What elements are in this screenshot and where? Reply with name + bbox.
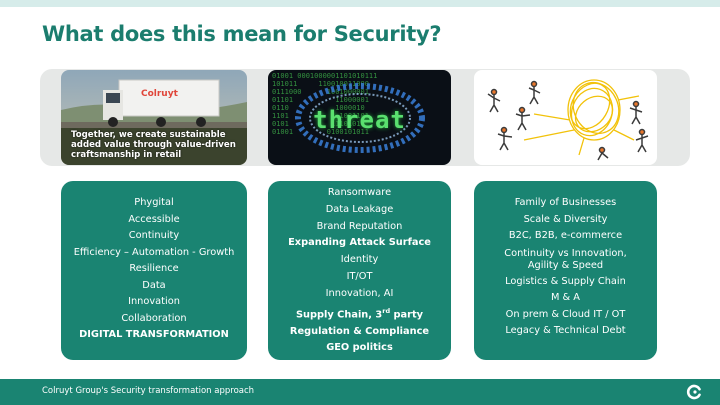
list-item: M & A	[550, 292, 581, 303]
list-item: Legacy & Technical Debt	[505, 325, 626, 336]
list-item: Innovation	[128, 296, 180, 307]
list-item: Continuity	[128, 230, 180, 241]
list-item: Continuity vs Innovation, Agility & Spee…	[504, 247, 627, 271]
list-item: Logistics & Supply Chain	[505, 275, 626, 287]
binary-background: 01001 0001000001101010111 101011 1100100…	[272, 72, 378, 136]
list-item: Data	[142, 279, 166, 291]
footer-bar: Colruyt Group's Security transformation …	[0, 379, 720, 405]
list-item: Collaboration	[121, 312, 187, 324]
threat-word: threat	[313, 106, 406, 134]
list-item: Family of Businesses	[514, 197, 617, 208]
supply-chain-sup: rd	[382, 306, 391, 315]
colruyt-logo-icon	[686, 384, 701, 400]
truck-caption: Together, we create sustainable added va…	[71, 130, 236, 160]
tangled-string-people-icon	[487, 79, 649, 161]
list-item: Innovation, AI	[325, 287, 394, 299]
list-item: Expanding Attack Surface	[288, 237, 431, 249]
threat-image: 01001 0001000001101010111 101011 1100100…	[268, 70, 451, 165]
glow-ring	[295, 83, 425, 153]
supply-chain-label: Supply Chain, 3	[295, 308, 383, 320]
list-item: Resilience	[129, 263, 179, 274]
business-panel: Phygital Accessible Continuity Efficienc…	[61, 181, 247, 360]
top-strip	[0, 0, 720, 7]
threats-panel: Ransomware Data Leakage Brand Reputation…	[268, 181, 451, 360]
list-item: Efficiency – Automation - Growth	[73, 246, 235, 258]
list-item: Brand Reputation	[316, 220, 403, 232]
supply-chain-tail: party	[390, 308, 424, 320]
context-panel: Family of Businesses Scale & Diversity B…	[474, 181, 657, 360]
list-item-supply-chain: Supply Chain, 3rd party	[268, 303, 451, 324]
list-item: Ransomware	[327, 187, 392, 198]
list-item: IT/OT	[346, 270, 373, 282]
list-item: GEO politics	[326, 342, 393, 354]
list-item: DIGITAL TRANSFORMATION	[79, 329, 229, 340]
list-item: Scale & Diversity	[523, 213, 608, 225]
list-item: B2C, B2B, e-commerce	[508, 230, 623, 241]
footer-text: Colruyt Group's Security transformation …	[42, 386, 255, 396]
list-item: Data Leakage	[325, 203, 394, 215]
truck-illustration: Colruyt	[61, 70, 247, 165]
list-item: Accessible	[128, 213, 180, 225]
list-item: Identity	[340, 254, 379, 266]
list-item: Phygital	[134, 197, 174, 208]
slide-title: What does this mean for Security?	[42, 22, 442, 46]
truck-image: Colruyt Together, we create sustainable …	[61, 70, 247, 165]
list-item: Regulation & Compliance	[289, 325, 430, 337]
list-item: On prem & Cloud IT / OT	[505, 308, 626, 320]
truck-brand: Colruyt	[141, 89, 179, 99]
people-image	[474, 70, 657, 165]
